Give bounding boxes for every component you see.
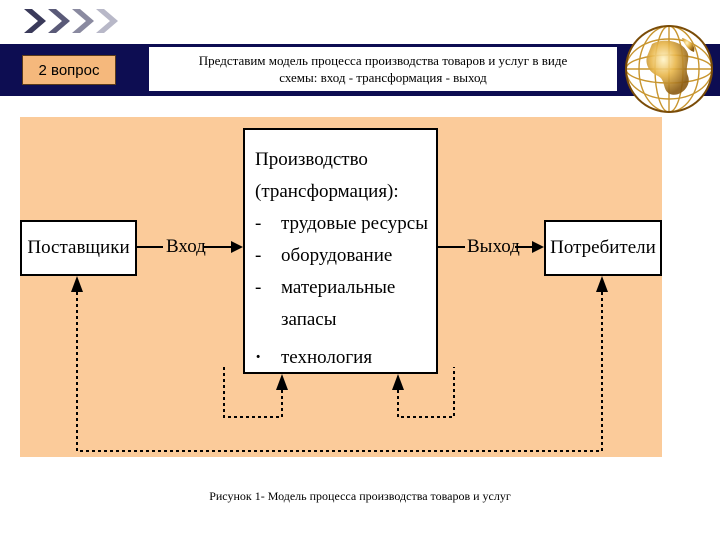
globe-logo <box>625 25 713 113</box>
resource-item: -материальные запасы <box>255 277 396 330</box>
input-arrowhead <box>231 241 243 253</box>
figure-caption: Рисунок 1- Модель процесса производства … <box>209 489 511 503</box>
chevron-right-icon <box>96 9 118 33</box>
supplier-box: Поставщики <box>20 220 137 276</box>
consumer-label: Потребители <box>550 237 656 258</box>
chevron-right-icon <box>72 9 94 33</box>
feedback-arrowhead <box>276 374 288 390</box>
inner-feedback-right <box>397 367 455 418</box>
resource-item: -трудовые ресурсы <box>255 213 428 234</box>
consumer-box: Потребители <box>544 220 662 276</box>
supplier-label: Поставщики <box>27 237 130 258</box>
chevron-right-icon <box>48 9 70 33</box>
slide-title: Представим модель процесса производства … <box>149 47 617 91</box>
inner-feedback-left <box>223 367 283 418</box>
outer-feedback-loop <box>76 292 603 452</box>
output-label: Выход <box>467 236 520 257</box>
production-subtitle: (трансформация): <box>255 181 399 202</box>
production-box: Производство (трансформация): -трудовые … <box>243 128 438 374</box>
section-tab: 2 вопрос <box>22 55 116 85</box>
input-label: Вход <box>166 236 206 257</box>
feedback-arrowhead <box>392 374 404 390</box>
feedback-arrowhead <box>71 276 83 292</box>
slide-title-line: Представим модель процесса производства … <box>198 53 568 68</box>
production-title: Производство <box>255 149 368 170</box>
resource-item: ·технология <box>255 347 373 368</box>
chevron-right-icon <box>24 9 46 33</box>
slide-title-line: схемы: вход - трансформация - выход <box>279 70 487 85</box>
resource-item: -оборудование <box>255 245 393 266</box>
output-arrowhead <box>532 241 544 253</box>
feedback-arrowhead <box>596 276 608 292</box>
